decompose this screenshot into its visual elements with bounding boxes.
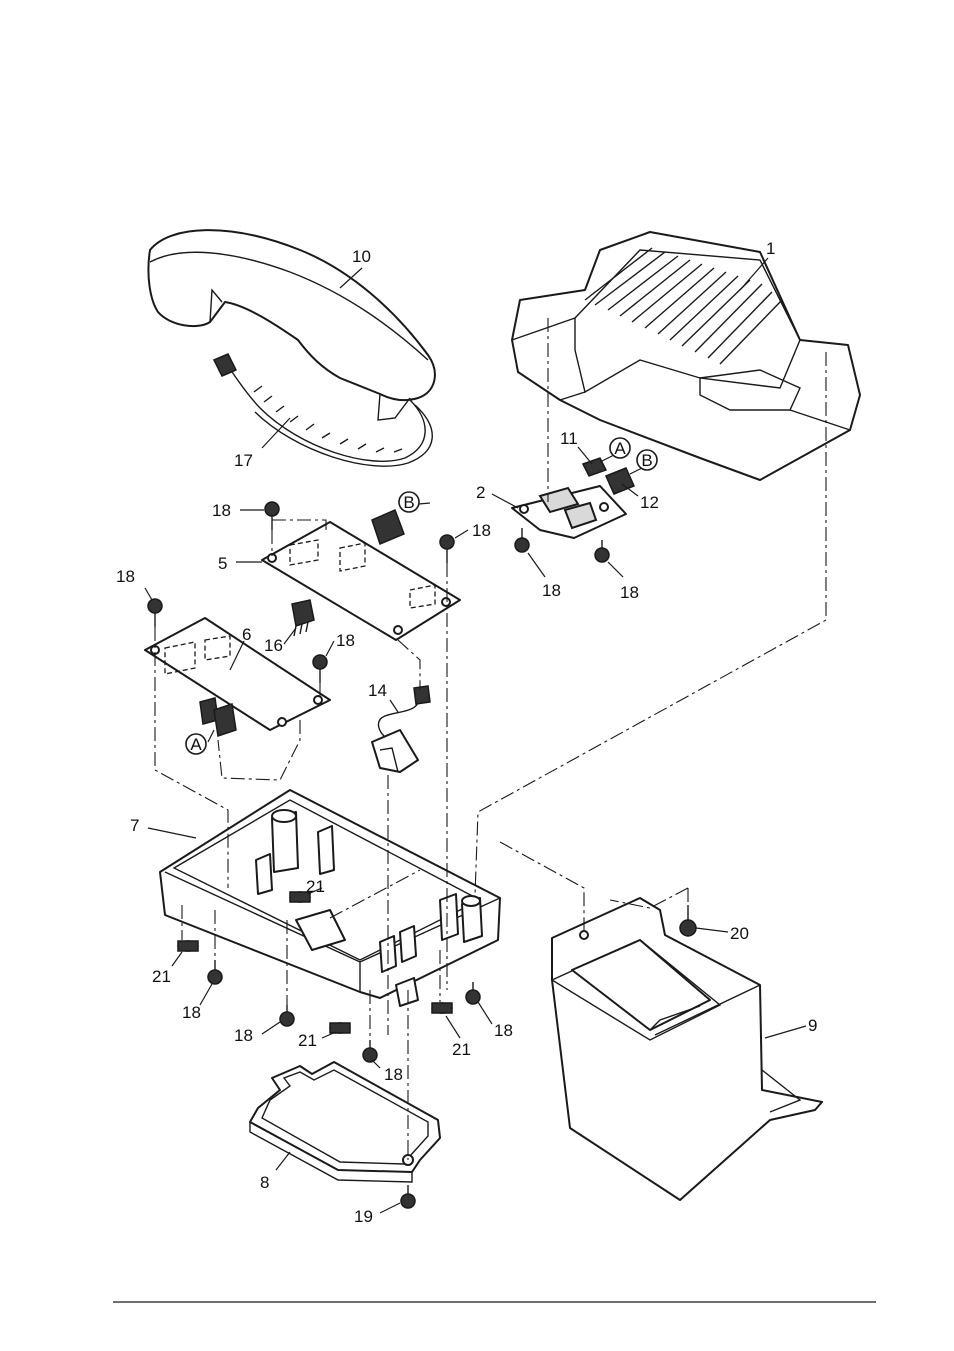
screw-18-c [147,598,163,627]
screw-18-j [465,982,481,1005]
screw-18-e [514,528,530,553]
pcb-main [261,508,461,641]
label-18-i: 18 [384,1065,403,1084]
screw-18-a [264,501,280,530]
coiled-cord [212,353,433,467]
label-19: 19 [354,1207,373,1226]
cable-clamp [371,685,431,773]
label-18-b: 18 [472,521,491,540]
connector-ref-a-left: A [185,733,207,755]
label-18-g: 18 [182,1003,201,1022]
label-18-h: 18 [234,1026,253,1045]
connector-ref-a-top: A [609,437,631,459]
part-labels: 10 1 17 11 2 12 18 18 5 18 18 18 6 16 18… [116,239,817,1226]
label-16: 16 [264,636,283,655]
pcb-secondary [144,617,331,737]
leader-lines [144,257,807,1214]
connector-16 [291,599,315,637]
screw-19 [400,1185,416,1209]
label-8: 8 [260,1173,269,1192]
label-9: 9 [808,1016,817,1035]
label-21-c: 21 [298,1031,317,1050]
label-17: 17 [234,451,253,470]
label-18-c: 18 [542,581,561,600]
svg-text:A: A [190,735,202,754]
label-12: 12 [640,493,659,512]
rubber-feet [177,891,453,1034]
bottom-plate [249,1061,441,1183]
screw-18-f [594,540,610,563]
pcb-small [511,485,627,539]
assembly-lines [154,318,827,1160]
screw-18-g [207,960,223,985]
foot-21-a [177,940,199,952]
label-1: 1 [766,239,775,258]
label-14: 14 [368,681,387,700]
label-18-f: 18 [336,631,355,650]
foot-21-b [289,891,311,903]
screw-18-d [312,654,328,683]
wall-bracket [550,897,823,1201]
handset [147,229,436,421]
label-11: 11 [560,429,578,448]
label-6: 6 [242,625,251,644]
label-21-d: 21 [452,1040,471,1059]
top-cover [511,231,861,481]
svg-text:B: B [641,451,652,470]
screws [147,501,697,1209]
screw-18-h [279,1005,295,1027]
svg-text:A: A [614,439,626,458]
label-18-j: 18 [494,1021,513,1040]
label-21-a: 21 [306,877,325,896]
screw-18-i [362,1040,378,1063]
label-2: 2 [476,483,485,502]
label-18-d: 18 [620,583,639,602]
foot-21-d [431,1002,453,1014]
label-18-a: 18 [212,501,231,520]
screw-20 [679,905,697,937]
foot-21-c [329,1022,351,1034]
base-housing [159,789,501,1007]
label-20: 20 [730,924,749,943]
connector-ref-b-left: B [398,491,420,513]
label-5: 5 [218,554,227,573]
label-18-e: 18 [116,567,135,586]
label-10: 10 [352,247,371,266]
svg-text:B: B [403,493,414,512]
label-21-b: 21 [152,967,171,986]
connector-ref-b-top: B [636,449,658,471]
label-7: 7 [130,816,139,835]
screw-18-b [439,534,455,563]
